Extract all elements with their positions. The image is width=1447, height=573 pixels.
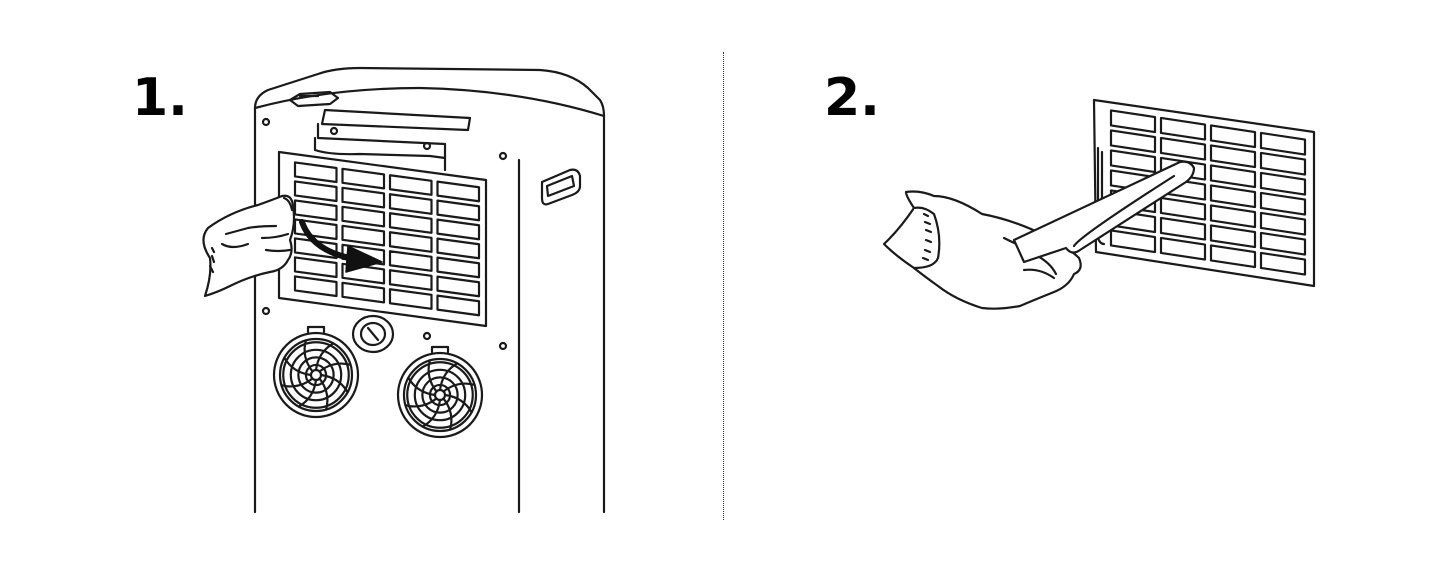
filter-cell [341, 262, 386, 285]
filter-cell [1209, 244, 1257, 269]
step-2-number: 2. [824, 68, 880, 128]
filter-cell [1109, 149, 1157, 174]
fan-rim [396, 351, 484, 439]
filter-cell [341, 186, 386, 209]
fan-blade [442, 397, 453, 431]
filter-cell [1259, 171, 1307, 196]
fan-blade [442, 382, 476, 393]
filter-cell [436, 237, 481, 260]
filter-cell [1109, 109, 1157, 134]
fan-blade [438, 362, 459, 392]
filter-cell [1259, 231, 1307, 256]
exhaust-fan-right [396, 345, 484, 439]
filter-cell [1259, 191, 1307, 216]
step-1-panel: 1. [0, 0, 723, 573]
fan-blade [318, 362, 352, 373]
filter-cell [293, 275, 338, 298]
fan-blade [318, 377, 329, 411]
filter-cell [436, 275, 481, 298]
filter-cell [436, 180, 481, 203]
filter-cell [341, 167, 386, 190]
filter-cell [341, 205, 386, 228]
filter-cell [1259, 131, 1307, 156]
drain-knob [351, 314, 432, 354]
filter-cell [388, 250, 433, 272]
filter-cell [436, 218, 481, 241]
filter-cell [293, 237, 338, 260]
filter-cell [293, 161, 338, 184]
filter-cell [388, 269, 433, 291]
step-1-number: 1. [132, 68, 188, 128]
step-2-illustration [882, 98, 1316, 310]
fan-blade [421, 398, 442, 428]
filter-cell [1109, 129, 1157, 154]
filter-cell [436, 256, 481, 279]
fan-blade [443, 393, 473, 414]
filter-cell [1209, 224, 1257, 249]
filter-cell [1159, 236, 1207, 261]
panel-divider [723, 52, 724, 520]
step-1-illustration [202, 66, 606, 514]
filter-cell [1159, 136, 1207, 161]
curved-arrow [299, 219, 383, 273]
filter-cell [388, 174, 433, 196]
filter-cell [1259, 211, 1307, 236]
fan-blade [303, 339, 314, 373]
fan-rim [272, 331, 360, 419]
filter-cell [388, 231, 433, 253]
vacuum-brush-nozzle [1012, 160, 1196, 264]
filter-cell [1209, 164, 1257, 189]
filter-cell [341, 224, 386, 247]
filter-cell [388, 193, 433, 215]
filter-cell [293, 180, 338, 203]
exhaust-fan-left [272, 325, 360, 419]
fan-blade [319, 373, 349, 394]
filter-cell [293, 199, 338, 222]
fan-blade [314, 342, 335, 372]
fan-blade [283, 356, 313, 377]
filter-cell [1209, 144, 1257, 169]
filter-cell [293, 256, 338, 279]
filter-cell [1259, 151, 1307, 176]
hand-glove-step1 [202, 194, 296, 298]
fan-blade [280, 377, 314, 388]
filter-cell [341, 281, 386, 304]
filter-cell [436, 294, 481, 317]
filter-grille [277, 150, 488, 328]
filter-cell [1159, 216, 1207, 241]
filter-cell [436, 199, 481, 222]
filter-cell [293, 218, 338, 241]
fan-blade [297, 378, 318, 408]
air-conditioner-body [253, 66, 606, 514]
filter-cell [388, 212, 433, 234]
filter-cell [1209, 184, 1257, 209]
fan-blade [407, 376, 437, 397]
filter-cell [1109, 229, 1157, 254]
filter-cell [388, 288, 433, 310]
step-2-panel: 2. [724, 0, 1447, 573]
filter-cell [1209, 204, 1257, 229]
filter-cell [1159, 116, 1207, 141]
filter-cell [1159, 196, 1207, 221]
hand-glove-step2 [882, 190, 1082, 310]
fan-blade [427, 359, 438, 393]
fan-blade [404, 397, 438, 408]
filter-cell [1209, 124, 1257, 149]
filter-cell [1259, 251, 1307, 276]
